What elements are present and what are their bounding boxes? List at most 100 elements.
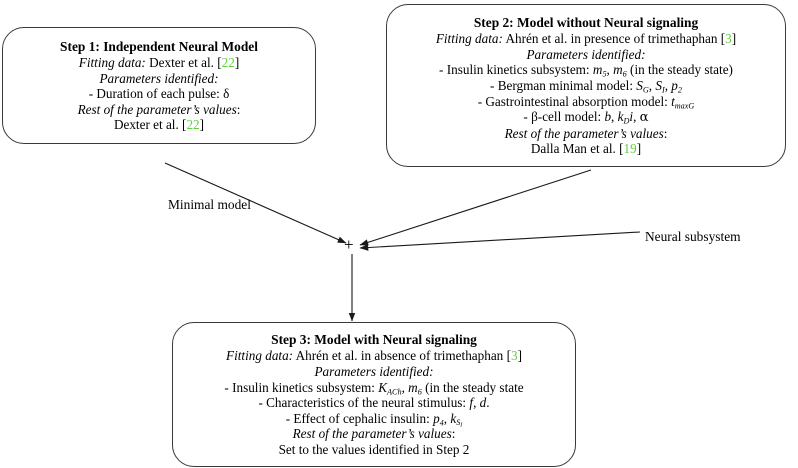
- step1-rest-colon: :: [236, 101, 241, 117]
- step3-param-neural-stimulus: - Characteristics of the neural stimulus…: [258, 395, 489, 411]
- step3-fitting-bracket-close: ]: [517, 348, 522, 364]
- step1-rest-citation: 22: [186, 117, 200, 133]
- step3-param1-suffix: (in the steady state: [421, 379, 524, 395]
- step3-param3-k-sub: SI: [456, 418, 463, 429]
- step3-param3-k-sub-s: S: [456, 418, 461, 428]
- step2-fitting-label: Fitting data:: [435, 31, 503, 47]
- step3-param3-k: k: [450, 410, 457, 426]
- step2-rest-value: Dalla Man et al. [: [530, 141, 624, 157]
- step1-box[interactable]: Step 1: Independent Neural Model Fitting…: [2, 27, 316, 144]
- step2-param-gastrointestinal: - Gastrointestinal absorption model: tma…: [478, 94, 695, 110]
- step1-params-label: Parameters identified:: [99, 70, 219, 86]
- step3-rest-colon: :: [451, 426, 456, 442]
- step2-param2-p2-sub: 2: [677, 85, 682, 95]
- step2-param1-m5: m: [592, 62, 603, 78]
- edge-label-neural-subsystem: Neural subsystem: [645, 229, 741, 244]
- step2-rest-bracket-close: ]: [636, 141, 642, 157]
- step1-header: Step 1: Independent Neural Model: [60, 39, 258, 55]
- step3-param-cephalic-insulin: - Effect of cephalic insulin: p4, kSI: [285, 410, 463, 429]
- step2-param4-k: k: [617, 109, 624, 125]
- step1-rest-label-row: Rest of the parameter’s values:: [78, 102, 241, 118]
- step3-param1-k: K: [378, 379, 388, 395]
- step2-param3-t: t: [671, 93, 675, 109]
- step1-param-1: - Duration of each pulse: δ: [89, 86, 230, 102]
- step3-param1-m6: m: [408, 379, 418, 395]
- step1-fitting-value: Dexter et al. [: [149, 55, 222, 71]
- step2-param1-sep: ,: [606, 62, 614, 78]
- step3-box[interactable]: Step 3: Model with Neural signaling Fitt…: [172, 322, 576, 467]
- step2-param4-sep2: ,: [633, 109, 640, 125]
- step2-param2-si: S: [655, 77, 662, 93]
- edge-step2-to-junction: [359, 169, 592, 246]
- step3-rest-value-row: Set to the values identified in Step 2: [278, 441, 470, 457]
- step2-param2-sg-sub: G: [642, 85, 649, 95]
- step3-param2-sep: ,: [473, 395, 480, 411]
- step2-param2-p2: p: [671, 77, 678, 93]
- step2-param4-sep1: ,: [611, 109, 618, 125]
- step2-param1-m6-sub: 6: [622, 69, 627, 79]
- step2-param-bergman: - Bergman minimal model: SG, SI, p2: [490, 78, 682, 94]
- step1-fitting-bracket-close: ]: [234, 55, 240, 71]
- step2-param-beta-cell: - β-cell model: b, kDi, α: [523, 109, 648, 126]
- edge-neural-to-junction: [359, 231, 641, 251]
- step2-fitting-bracket-close: ]: [731, 31, 737, 47]
- step3-rest-label-row: Rest of the parameter’s values:: [293, 426, 456, 442]
- step2-param3-prefix: - Gastrointestinal absorption model:: [477, 93, 672, 109]
- step3-param3-k-sub-i: I: [460, 422, 463, 429]
- step2-box[interactable]: Step 2: Model without Neural signaling F…: [386, 4, 786, 167]
- step2-fitting-value: Ahrén et al. in presence of trimethaphan…: [505, 31, 726, 47]
- step3-fitting-value: Ahrén et al. in absence of trimethaphan …: [295, 348, 511, 364]
- step3-param3-sep: ,: [443, 410, 451, 426]
- step3-param3-p: p: [433, 410, 440, 426]
- step2-param1-suffix: (in the steady state): [626, 62, 733, 78]
- step1-rest-label: Rest of the parameter’s values: [77, 101, 237, 117]
- step3-param3-prefix: - Effect of cephalic insulin:: [285, 410, 434, 426]
- step2-param2-sg: S: [636, 77, 643, 93]
- step3-fitting-data: Fitting data: Ahrén et al. in absence of…: [226, 348, 522, 364]
- step3-param2-suffix: .: [486, 395, 490, 411]
- step3-params-label: Parameters identified:: [314, 364, 434, 380]
- step2-rest-label: Rest of the parameter’s values: [504, 125, 664, 141]
- step2-param2-sep1: ,: [648, 77, 656, 93]
- step3-fitting-label: Fitting data:: [226, 348, 294, 364]
- step1-param-1-text: - Duration of each pulse: δ: [88, 86, 230, 102]
- step3-param1-prefix: - Insulin kinetics subsystem:: [224, 379, 379, 395]
- step3-rest-label: Rest of the parameter’s values: [292, 426, 452, 442]
- step2-param2-si-sub: I: [661, 85, 665, 95]
- step3-header: Step 3: Model with Neural signaling: [271, 332, 477, 348]
- step1-rest-bracket-close: ]: [199, 117, 205, 133]
- step3-param1-k-sub: ACh: [387, 386, 402, 396]
- step2-params-label: Parameters identified:: [526, 46, 646, 62]
- step2-rest-value-row: Dalla Man et al. [19]: [531, 141, 641, 157]
- step3-param2-prefix: - Characteristics of the neural stimulus…: [258, 395, 470, 411]
- step1-fitting-citation: 22: [221, 55, 235, 71]
- step3-param-insulin-kinetics: - Insulin kinetics subsystem: KACh, m6 (…: [224, 380, 523, 396]
- step2-param-insulin-kinetics: - Insulin kinetics subsystem: m5, m6 (in…: [439, 62, 733, 78]
- step2-param4-prefix: - β-cell model:: [523, 109, 605, 125]
- step3-param1-m6-sub: 6: [417, 386, 422, 396]
- step2-rest-citation: 19: [623, 141, 637, 157]
- step2-rest-label-row: Rest of the parameter’s values:: [505, 126, 668, 142]
- step2-param1-m6: m: [613, 62, 623, 78]
- step2-param4-alpha: α: [639, 110, 649, 126]
- junction-plus-symbol: +: [344, 235, 354, 254]
- step2-param3-t-sub: maxG: [674, 100, 695, 110]
- step2-param4-k-sub: D: [623, 116, 630, 126]
- step2-fitting-data: Fitting data: Ahrén et al. in presence o…: [436, 31, 736, 47]
- step2-param4-b: b: [604, 109, 612, 125]
- step3-param2-f: f: [469, 395, 474, 411]
- step2-param2-prefix: - Bergman minimal model:: [490, 77, 637, 93]
- step1-fitting-data: Fitting data: Dexter et al. [22]: [79, 55, 239, 71]
- step3-param2-d: d: [479, 395, 487, 411]
- step1-rest-value-row: Dexter et al. [22]: [114, 117, 204, 133]
- step3-fitting-citation: 3: [510, 348, 518, 364]
- step2-header: Step 2: Model without Neural signaling: [473, 15, 699, 31]
- step3-param1-sep: ,: [401, 379, 409, 395]
- step1-fitting-label: Fitting data:: [78, 55, 146, 71]
- step2-param1-prefix: - Insulin kinetics subsystem:: [439, 62, 593, 78]
- edge-label-minimal-model: Minimal model: [168, 197, 251, 212]
- step2-rest-colon: :: [663, 125, 668, 141]
- step3-param3-p-sub: 4: [439, 418, 444, 428]
- step1-rest-value: Dexter et al. [: [113, 117, 187, 133]
